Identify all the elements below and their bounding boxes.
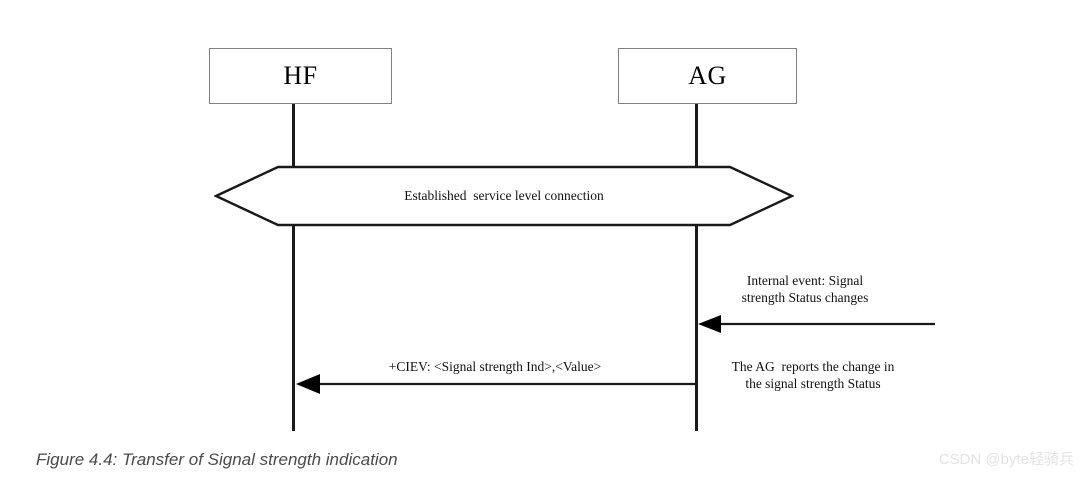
state-hexagon-label: Established service level connection	[404, 188, 604, 203]
message-arrow-internal-event	[698, 315, 935, 333]
message-label-ciev: +CIEV: <Signal strength Ind>,<Value>	[388, 359, 602, 374]
lifeline-ag	[695, 104, 698, 431]
lifeline-hf	[292, 104, 295, 431]
actor-label-ag: AG	[688, 61, 727, 90]
figure-caption: Figure 4.4: Transfer of Signal strength …	[36, 450, 398, 469]
message-arrow-ciev	[296, 374, 695, 394]
annotation-internal-event: Internal event: Signal strength Status c…	[741, 273, 869, 305]
actor-box-hf: HF	[209, 48, 392, 104]
hexagon-shape	[213, 165, 795, 227]
actor-label-hf: HF	[283, 61, 318, 90]
annotation-ag-reports: The AG reports the change in the signal …	[731, 359, 895, 391]
state-hexagon-established-connection	[213, 165, 795, 229]
actor-box-ag: AG	[618, 48, 797, 104]
watermark: CSDN @byte轻骑兵	[938, 451, 1074, 468]
